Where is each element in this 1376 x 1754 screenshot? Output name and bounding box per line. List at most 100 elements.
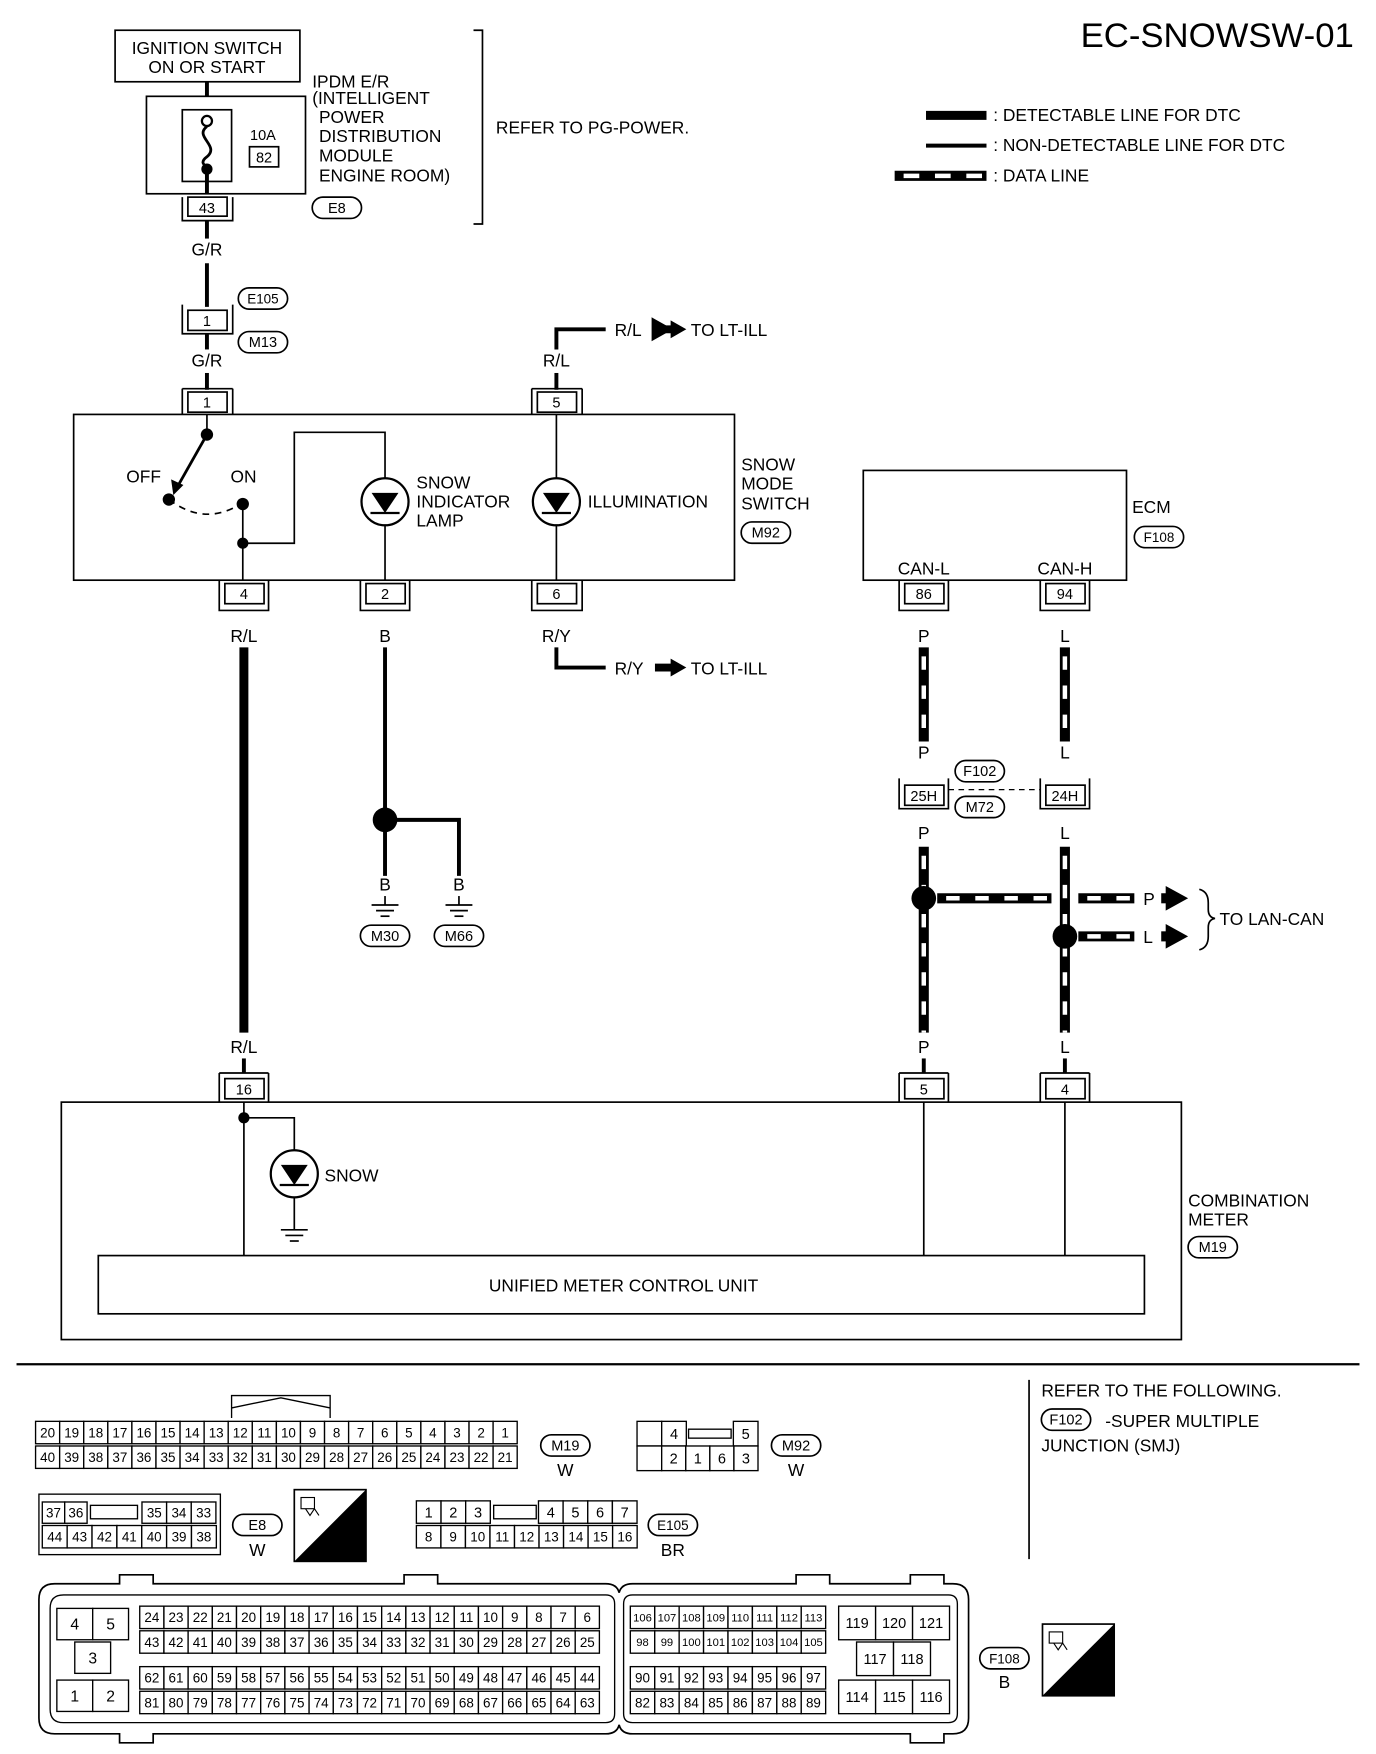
cavity-number: 31 bbox=[435, 1635, 450, 1650]
unified-meter-control-unit: UNIFIED METER CONTROL UNIT bbox=[489, 1275, 759, 1295]
svg-text:4: 4 bbox=[240, 587, 248, 603]
svg-text:M30: M30 bbox=[371, 929, 399, 945]
connector-cavity bbox=[800, 1690, 827, 1715]
cavity-number: 27 bbox=[353, 1450, 368, 1465]
cavity-number: 38 bbox=[88, 1450, 103, 1465]
cavity-number: 105 bbox=[804, 1637, 823, 1649]
cavity-number: 40 bbox=[147, 1530, 162, 1545]
svg-text:P: P bbox=[918, 1037, 930, 1057]
cavity-number: 98 bbox=[636, 1637, 648, 1649]
svg-text:B: B bbox=[999, 1672, 1011, 1692]
connector-cavity bbox=[574, 1605, 601, 1630]
cavity-number: 65 bbox=[531, 1695, 546, 1710]
svg-text:1: 1 bbox=[203, 396, 211, 412]
svg-text:W: W bbox=[249, 1540, 266, 1560]
cavity-number: 11 bbox=[257, 1425, 271, 1440]
cavity-number: 92 bbox=[684, 1671, 699, 1686]
svg-text:2: 2 bbox=[381, 587, 389, 603]
svg-text:H.S.: H.S. bbox=[323, 1539, 362, 1561]
cavity-number: 29 bbox=[483, 1635, 498, 1650]
connector-cavity bbox=[733, 1445, 759, 1472]
cavity-number: 21 bbox=[498, 1450, 513, 1465]
legend-data-label: : DATA LINE bbox=[993, 165, 1089, 185]
cavity-number: 4 bbox=[429, 1425, 437, 1440]
cavity-number: 16 bbox=[338, 1610, 353, 1625]
hs-harness-side-icon-f108: H.S. bbox=[1041, 1623, 1116, 1697]
cavity-number: 2 bbox=[449, 1505, 457, 1521]
svg-text:P: P bbox=[918, 823, 930, 843]
svg-text:F108: F108 bbox=[989, 1651, 1020, 1666]
cavity-number: 59 bbox=[217, 1671, 232, 1686]
cavity-number: 15 bbox=[161, 1425, 176, 1440]
cavity-number: 36 bbox=[136, 1450, 151, 1465]
snow-mode-switch: 1 5 OFF ON SNOW INDICATOR LAMP ILLUMINAT… bbox=[72, 387, 810, 612]
cavity-number: 38 bbox=[265, 1635, 280, 1650]
svg-text:L: L bbox=[1143, 927, 1153, 947]
svg-text:24H: 24H bbox=[1052, 789, 1079, 805]
cavity-number: 96 bbox=[782, 1671, 797, 1686]
svg-text:F102: F102 bbox=[963, 764, 996, 780]
svg-text:6: 6 bbox=[552, 587, 560, 603]
cavity-number: 67 bbox=[483, 1695, 498, 1710]
svg-text:L: L bbox=[1060, 626, 1070, 646]
cavity-number: 36 bbox=[314, 1635, 329, 1650]
cavity-number: 2 bbox=[670, 1452, 678, 1468]
cavity-number: 64 bbox=[556, 1695, 571, 1710]
smj-connector: 25H 24H F102 M72 bbox=[898, 759, 1091, 819]
svg-text:L: L bbox=[1060, 742, 1070, 762]
svg-text:POWER: POWER bbox=[319, 107, 385, 127]
svg-text:SNOW: SNOW bbox=[741, 454, 796, 474]
cavity-number: 68 bbox=[459, 1695, 474, 1710]
cavity-number: 38 bbox=[196, 1530, 211, 1545]
to-lan-can: TO LAN-CAN bbox=[1219, 909, 1324, 929]
cavity-number: 111 bbox=[756, 1612, 773, 1624]
connector-cavity bbox=[464, 1500, 491, 1524]
cavity-number: 13 bbox=[209, 1425, 224, 1440]
svg-text:F108: F108 bbox=[1144, 530, 1175, 545]
cavity-number: 60 bbox=[193, 1671, 208, 1686]
cavity-number: 49 bbox=[459, 1671, 474, 1686]
cavity-number: 9 bbox=[309, 1425, 316, 1440]
cavity-number: 112 bbox=[780, 1612, 798, 1624]
cavity-number: 7 bbox=[621, 1505, 629, 1521]
connector-cavity bbox=[64, 1501, 88, 1524]
cavity-number: 113 bbox=[805, 1612, 823, 1624]
cavity-number: 16 bbox=[136, 1425, 151, 1440]
cavity-number: 52 bbox=[386, 1671, 401, 1686]
cavity-number: 48 bbox=[483, 1671, 498, 1686]
cavity-number: 90 bbox=[635, 1671, 650, 1686]
cavity-number: 121 bbox=[919, 1616, 943, 1632]
cavity-number: 3 bbox=[742, 1452, 750, 1468]
cavity-number: 12 bbox=[435, 1610, 450, 1625]
cavity-number: 23 bbox=[450, 1450, 465, 1465]
cavity-number: 87 bbox=[757, 1695, 772, 1710]
cavity-number: 53 bbox=[362, 1671, 377, 1686]
svg-text:ENGINE ROOM): ENGINE ROOM) bbox=[319, 165, 450, 185]
svg-text:86: 86 bbox=[916, 587, 932, 603]
cavity-number: 23 bbox=[169, 1610, 184, 1625]
cavity-number: 26 bbox=[556, 1635, 571, 1650]
cavity-number: 57 bbox=[265, 1671, 280, 1686]
cavity-number: 13 bbox=[544, 1530, 559, 1545]
cavity-number: 106 bbox=[633, 1612, 652, 1624]
svg-text:ILLUMINATION: ILLUMINATION bbox=[588, 491, 708, 511]
cavity-number: 32 bbox=[410, 1635, 425, 1650]
combination-meter: 16 5 4 SNOW UNIFIED METER CONTROL UNIT C… bbox=[60, 1072, 1309, 1341]
cavity-number: 89 bbox=[806, 1695, 821, 1710]
cavity-number: 61 bbox=[169, 1671, 184, 1686]
cavity-number: 24 bbox=[144, 1610, 159, 1625]
cavity-number: 4 bbox=[70, 1617, 79, 1634]
cavity-number: 39 bbox=[64, 1450, 79, 1465]
cavity-number: 18 bbox=[88, 1425, 103, 1440]
cavity-number: 104 bbox=[780, 1637, 799, 1649]
cavity-number: 45 bbox=[556, 1671, 571, 1686]
svg-text:REFER TO THE FOLLOWING.: REFER TO THE FOLLOWING. bbox=[1041, 1381, 1281, 1401]
cavity-number: 44 bbox=[580, 1671, 595, 1686]
cavity-number: 95 bbox=[757, 1671, 772, 1686]
connector-cavity bbox=[636, 1445, 663, 1472]
cavity-number: 34 bbox=[185, 1450, 200, 1465]
svg-text:5: 5 bbox=[920, 1082, 928, 1098]
svg-text:R/Y: R/Y bbox=[542, 626, 571, 646]
